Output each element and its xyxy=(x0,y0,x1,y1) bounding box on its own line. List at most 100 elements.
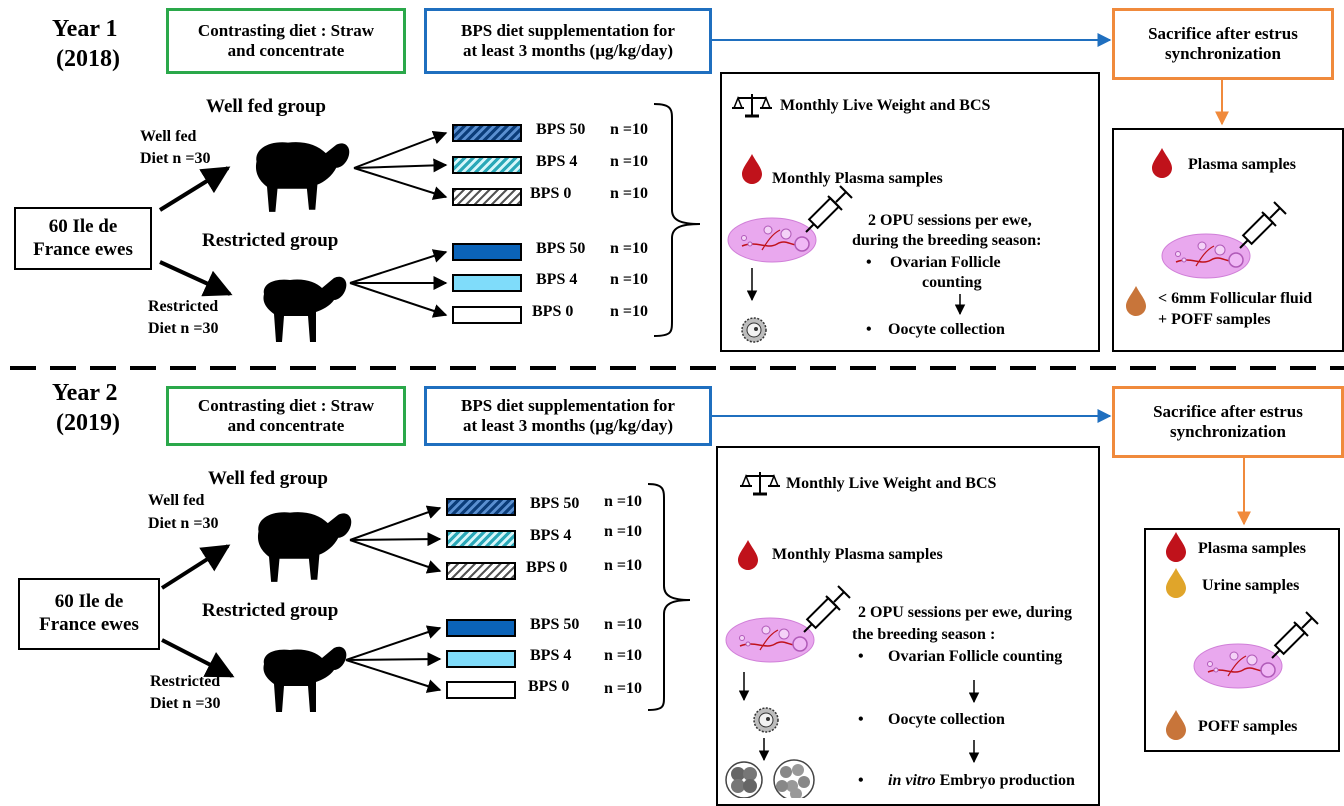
year1-diet-line1: Contrasting diet : Straw xyxy=(197,20,375,40)
year1-plasma-samples: Plasma samples xyxy=(1188,156,1296,173)
year2-branch-arrow xyxy=(345,652,442,667)
year1-treatment-n: n =10 xyxy=(610,271,649,288)
year2-treatment-n: n =10 xyxy=(604,557,643,574)
year1-treatment-n: n =10 xyxy=(610,185,649,202)
year2-restricted-label1: Restricted xyxy=(150,673,221,690)
year2-monthly-weight: Monthly Live Weight and BCS xyxy=(786,475,997,492)
year1-treatment-n: n =10 xyxy=(610,121,649,138)
year1-year: (2018) xyxy=(56,46,120,72)
year1-treatment-label: BPS 4 xyxy=(536,271,578,288)
year1-branch-arrow xyxy=(349,249,448,284)
year1-arrow-wellfed xyxy=(158,166,231,212)
year1-syringe-icon xyxy=(805,185,853,233)
year2-blood-drop-icon xyxy=(738,540,758,570)
year2-oocyte-icon xyxy=(753,707,779,733)
year2-ovary-icon xyxy=(725,617,815,663)
year1-wellfed-label1: Well fed xyxy=(140,128,197,145)
year2-bar-bps4-restricted xyxy=(446,650,516,668)
year1-treatment-label: BPS 0 xyxy=(532,303,574,320)
year2-opu-line1: 2 OPU sessions per ewe, during xyxy=(858,604,1072,621)
year2-opu-line2: the breeding season : xyxy=(852,626,996,643)
year2-branch-arrow xyxy=(349,539,442,574)
year1-sacrifice-line1: Sacrifice after estrus xyxy=(1148,23,1298,43)
year2-ewes-line2: France ewes xyxy=(39,614,139,635)
year2-wellfed-label1: Well fed xyxy=(148,492,205,509)
year1-monthly-plasma: Monthly Plasma samples xyxy=(772,170,943,187)
year1-bar-bps4-wellfed xyxy=(452,156,522,174)
year2-treatment-n: n =10 xyxy=(604,647,643,664)
year2-diet-line1: Contrasting diet : Straw xyxy=(197,395,375,415)
year2-embryo-production: Embryo production xyxy=(935,772,1075,789)
year1-follicular-drop-icon xyxy=(1126,286,1146,316)
year2-sacrifice-syringe-icon xyxy=(1271,611,1319,659)
year2-urine-drop-icon xyxy=(1166,568,1186,598)
year2-sacrifice-line2: synchronization xyxy=(1170,422,1286,441)
year1-bar-bps50-restricted xyxy=(452,243,522,261)
year2-treatment-label: BPS 0 xyxy=(528,678,570,695)
year2-sheep-restricted xyxy=(263,646,347,712)
year1-treatment-label: BPS 4 xyxy=(536,153,578,170)
year1-restricted-label1: Restricted xyxy=(148,298,219,315)
year2-restricted-label2: Diet n =30 xyxy=(150,695,221,712)
year2-step-oocyte: Oocyte collection xyxy=(888,711,1005,728)
year1-sacrifice-ovary-icon xyxy=(1161,233,1251,279)
year1-bullet: • xyxy=(866,254,872,271)
year2-branch-arrow xyxy=(345,659,442,693)
year1-branch-arrow xyxy=(349,282,448,318)
year2-wellfed-label2: Diet n =30 xyxy=(148,515,219,532)
year2-bar-bps4-wellfed xyxy=(446,530,516,548)
year1-opu-line1: 2 OPU sessions per ewe, xyxy=(868,212,1032,229)
year2-arrow-wellfed xyxy=(160,544,231,590)
year1-branch-arrow xyxy=(353,158,448,173)
year2-diet-line2: and concentrate xyxy=(227,416,345,435)
year2-treatment-n: n =10 xyxy=(604,680,643,697)
year2-treatment-n: n =10 xyxy=(604,493,643,510)
year2-step-embryo: in vitro Embryo production xyxy=(888,772,1075,790)
year2-arrow-restricted xyxy=(161,638,235,678)
year2-treatment-label: BPS 50 xyxy=(530,495,580,512)
year1-scale-icon xyxy=(730,92,774,118)
year2-title: Year 2 xyxy=(52,380,118,406)
year2-bps-line2: at least 3 months (µg/kg/day) xyxy=(462,416,674,435)
year1-bps-line2: at least 3 months (µg/kg/day) xyxy=(462,41,674,60)
year1-measurement-panel xyxy=(720,72,1100,352)
year2-embryo-icon xyxy=(725,759,815,798)
year2-sacrifice-panel xyxy=(1144,528,1340,752)
year2-treatment-label: BPS 4 xyxy=(530,647,572,664)
year2-ewes-line1: 60 Ile de xyxy=(54,591,124,613)
year1-wellfed-label2: Diet n =30 xyxy=(140,150,211,167)
year1-bar-bps4-restricted xyxy=(452,274,522,292)
year1-treatment-n: n =10 xyxy=(610,153,649,170)
year2-plasma-samples: Plasma samples xyxy=(1198,540,1306,557)
year1-restricted-label2: Diet n =30 xyxy=(148,320,219,337)
year1-bullet: • xyxy=(866,321,872,338)
year1-arrow-restricted xyxy=(159,260,233,297)
year2-treatment-label: BPS 4 xyxy=(530,527,572,544)
year1-ewes-line2: France ewes xyxy=(33,238,133,260)
year2-monthly-plasma: Monthly Plasma samples xyxy=(772,546,943,563)
year1-sacrifice-blood-drop-icon xyxy=(1152,148,1172,178)
year2-sacrifice-line1: Sacrifice after estrus xyxy=(1153,401,1303,421)
year1-treatment-label: BPS 0 xyxy=(530,185,572,202)
year1-branch-arrow xyxy=(353,167,448,200)
year1-title: Year 1 xyxy=(52,16,118,42)
year2-scale-icon xyxy=(738,470,782,496)
year1-sacrifice-line2: synchronization xyxy=(1165,44,1281,63)
year2-restricted-group: Restricted group xyxy=(202,600,339,621)
year1-sacrifice-panel xyxy=(1112,128,1344,352)
year2-treatment-n: n =10 xyxy=(604,616,643,633)
year1-sheep-wellfed xyxy=(255,142,350,212)
year2-syringe-icon xyxy=(803,585,851,633)
year1-step-follicle1: Ovarian Follicle xyxy=(890,254,1001,271)
year2-bps-line1: BPS diet supplementation for xyxy=(461,395,675,415)
year2-bullet: • xyxy=(858,772,864,789)
year1-sheep-restricted xyxy=(263,276,347,342)
year1-diet-line2: and concentrate xyxy=(227,41,345,60)
year2-sacrifice-ovary-icon xyxy=(1193,643,1283,689)
year1-restricted-group: Restricted group xyxy=(202,230,339,251)
year2-poff-drop-icon xyxy=(1166,710,1186,740)
